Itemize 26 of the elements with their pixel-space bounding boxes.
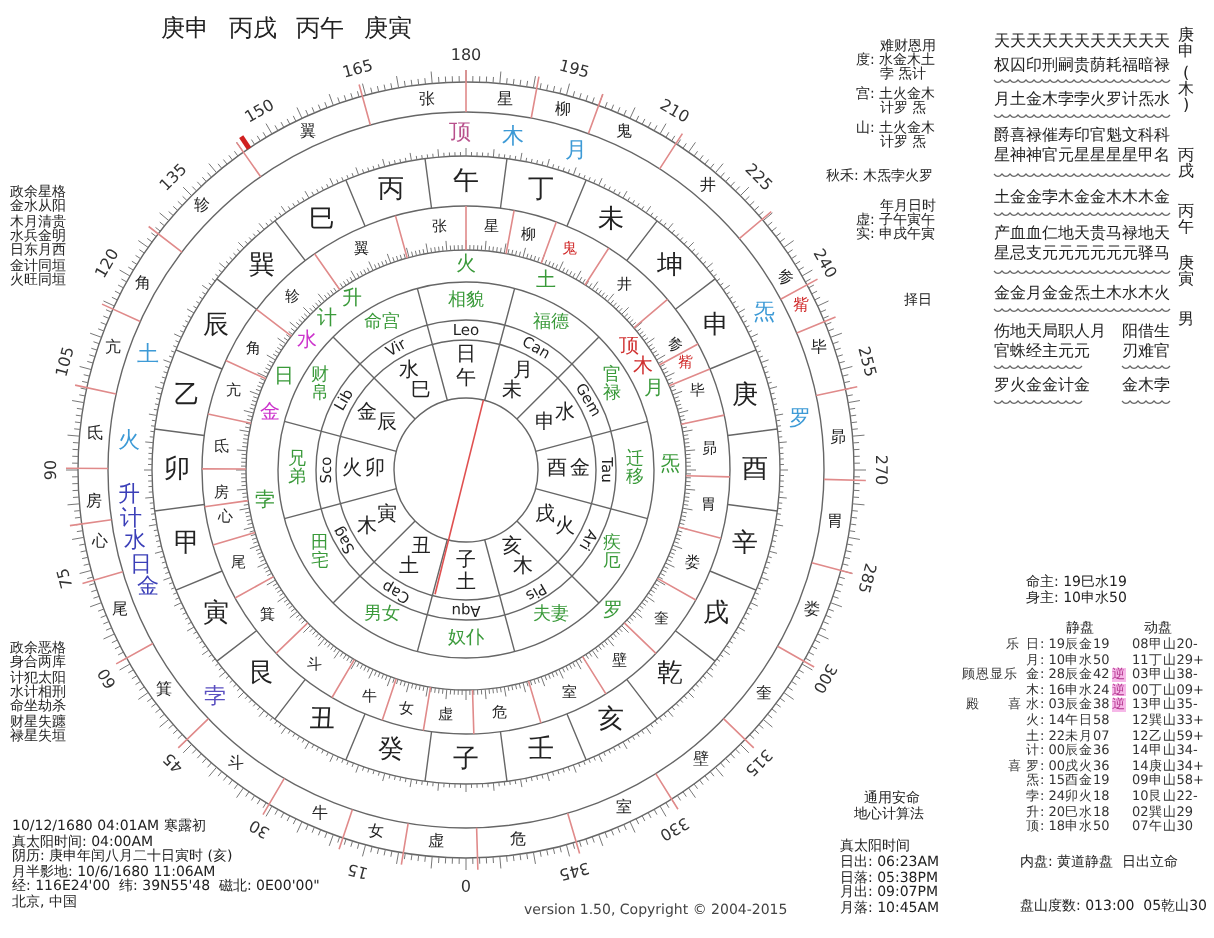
chart-title: 庚申 丙戌 丙午 庚寅 [161, 16, 412, 40]
star-row-text: 产血血仁地天贵马禄地天 [994, 226, 1170, 242]
star-row-text: 刃难官 [1122, 344, 1170, 360]
star-row-text: 金木孛 [1122, 378, 1170, 394]
degree-label: 270 [872, 454, 888, 486]
star-row-text: 金金月金金炁土木水木火 [994, 286, 1170, 302]
star-row-text: 爵喜禄催寿印官魁文科科 [994, 128, 1170, 144]
degree-label: 90 [44, 459, 60, 481]
star-row-text: 阳借生 [1122, 324, 1170, 340]
star-row-text: 权囚印刑嗣贵荫耗福暗禄 [994, 58, 1170, 74]
pillar-text: 丙午 [1178, 204, 1194, 236]
star-row-text: 土金金孛木金金木木木金 [994, 190, 1170, 206]
star-row-text: 天天天天天天天天天天天 [994, 34, 1170, 50]
degree-label: 180 [450, 48, 482, 64]
star-row-text: 星神神官元星星星星甲名 [994, 148, 1170, 164]
star-row-text: 罗火金金计金 [994, 378, 1090, 394]
star-row-text: 伤地天局职人月 [994, 324, 1106, 340]
pillar-text: 庚申 [1178, 28, 1194, 60]
pillar-text: (木) [1178, 66, 1194, 114]
pillar-text: 丙戌 [1178, 148, 1194, 180]
pillar-text: 男 [1178, 312, 1194, 328]
star-row-text: 星忌支元元元元元元驿马 [994, 246, 1170, 262]
pillar-text: 庚寅 [1178, 256, 1194, 288]
star-row-text: 月土金木孛孛火罗计炁水 [994, 92, 1170, 108]
star-row-text: 官蛛经主元元 [994, 344, 1090, 360]
degree-label: 0 [460, 876, 472, 892]
